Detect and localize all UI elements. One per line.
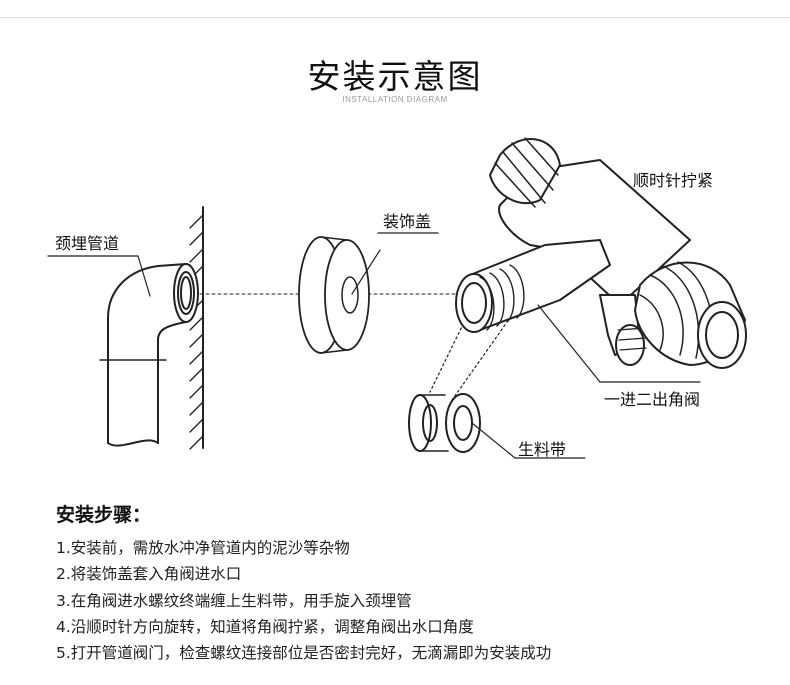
ptfe-tape [408,309,586,459]
step-item: 1.安装前，需放水冲净管道内的泥沙等杂物 [56,539,350,557]
step-item: 3.在角阀进水螺纹终端缠上生料带，用手旋入颈埋管 [56,591,412,610]
page-subtitle: INSTALLATION DIAGRAM [342,95,448,104]
label-ptfe-tape: 生料带 [518,440,567,459]
embedded-pipe [99,263,199,447]
wall [189,206,204,450]
installation-diagram [47,137,747,459]
label-embedded-pipe: 颈埋管道 [55,234,120,253]
steps-title: 安装步骤： [56,504,152,526]
step-item: 5.打开管道阀门，检查螺纹连接部位是否密封完好，无滴漏即为安装成功 [56,644,552,663]
step-item: 4.沿顺时针方向旋转，知道将角阀拧紧，调整角阀出水口角度 [56,617,474,636]
steps-list: 1.安装前，需放水冲净管道内的泥沙等杂物 2.将装饰盖套入角阀进水口 3.在角阀… [56,535,551,666]
label-tighten-clockwise: 顺时针拧紧 [633,171,714,190]
page-title: 安装示意图 [307,57,483,96]
label-decorative-cover: 装饰盖 [383,212,432,231]
pipe-leader-line [137,255,151,297]
top-divider [0,17,790,18]
step-item: 2.将装饰盖套入角阀进水口 [56,565,242,584]
label-angle-valve: 一进二出角阀 [604,390,701,409]
decorative-cover [298,232,439,354]
angle-valve [455,137,747,383]
